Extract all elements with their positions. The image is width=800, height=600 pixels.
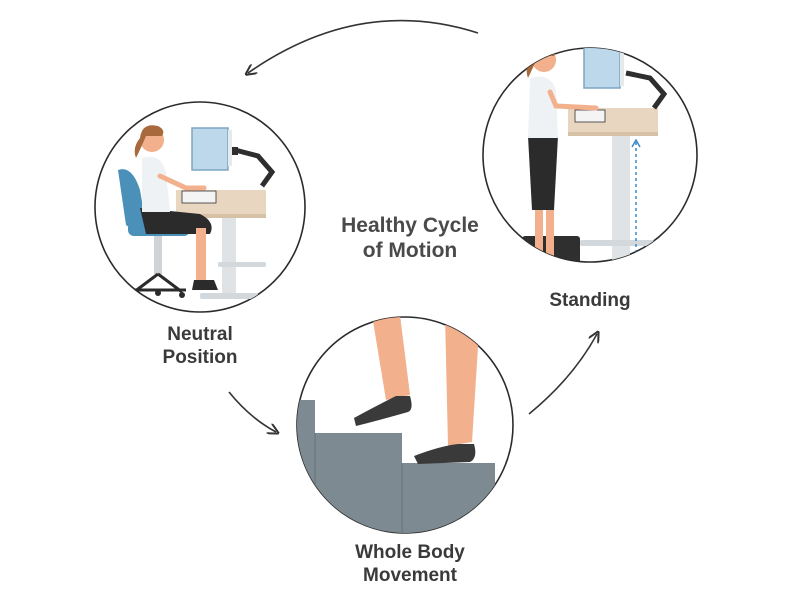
diagram-title: Healthy Cycle of Motion	[310, 213, 510, 263]
neutral-position-label: Neutral Position	[125, 324, 275, 370]
arrow-standing-to-neutral	[248, 19, 479, 73]
standing-illustration	[482, 47, 698, 263]
standing-label: Standing	[520, 290, 660, 313]
neutral-position-illustration	[94, 101, 306, 313]
whole-body-movement-label-line2: Movement	[363, 564, 457, 586]
neutral-position-label-line1: Neutral	[167, 324, 233, 345]
standing-label-line1: Standing	[549, 290, 631, 311]
whole-body-movement-label: Whole Body Movement	[320, 542, 500, 588]
neutral-position-label-line2: Position	[162, 346, 238, 368]
arrow-movement-to-standing	[528, 334, 597, 415]
arrow-neutral-to-movement	[228, 391, 276, 432]
whole-body-movement-label-line1: Whole Body	[355, 542, 465, 563]
diagram-title-line2: of Motion	[362, 239, 458, 263]
movement-illustration	[296, 316, 514, 534]
diagram-title-line1: Healthy Cycle	[341, 214, 479, 237]
